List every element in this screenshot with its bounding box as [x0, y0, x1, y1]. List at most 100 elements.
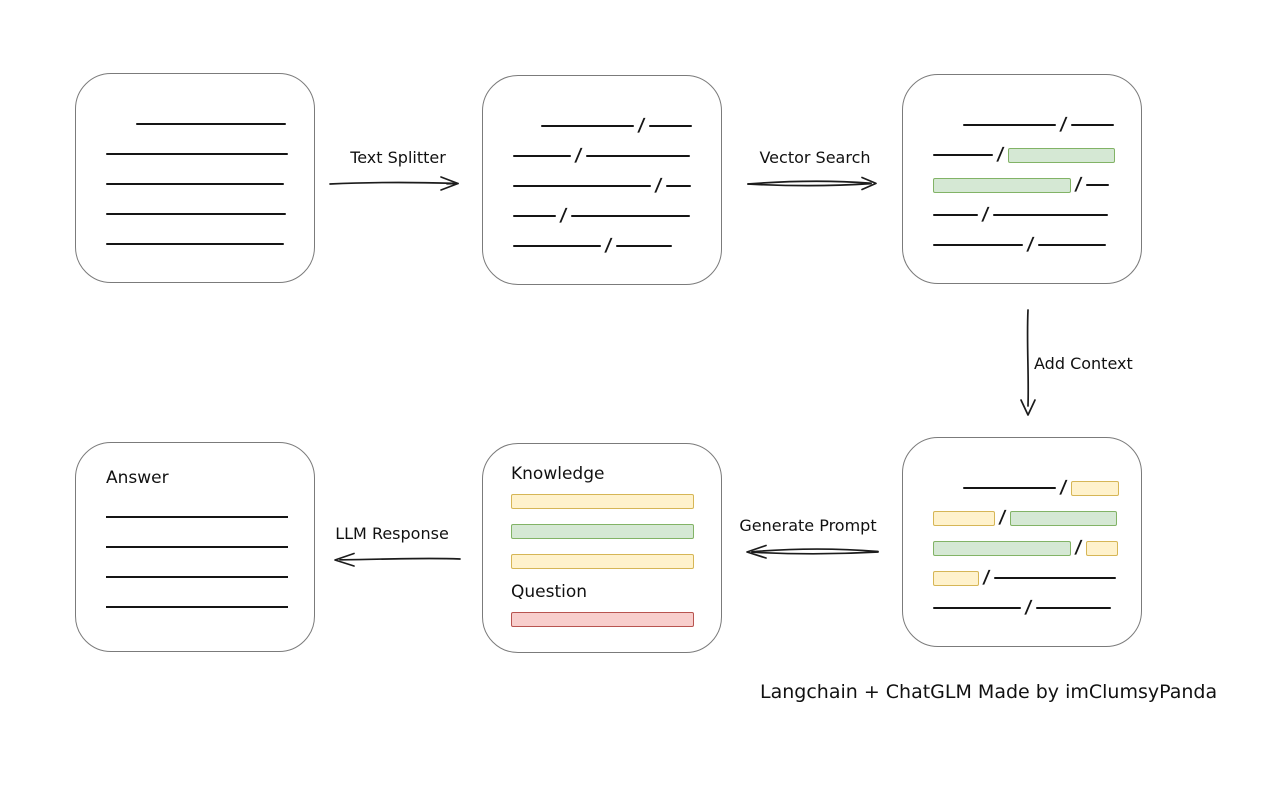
chunk-row: [106, 146, 294, 162]
generate-prompt-label: Generate Prompt: [739, 516, 877, 535]
indent-gap: [933, 125, 963, 126]
question-heading: Question: [511, 582, 588, 602]
slash-separator: /: [1073, 174, 1083, 195]
green-highlight-chip: [933, 540, 1071, 556]
green-highlight-chip: [933, 177, 1071, 193]
answer-heading: Answer: [106, 468, 169, 488]
llm-response-arrow: LLM Response: [322, 524, 462, 569]
text-line: [570, 215, 690, 217]
text-line: [648, 125, 692, 127]
vector-search-arrow: Vector Search: [745, 148, 885, 193]
source-document-box: [75, 73, 315, 283]
slash-separator: /: [981, 567, 991, 588]
chunk-row: /: [933, 174, 1121, 195]
slash-separator: /: [1025, 234, 1035, 255]
chunk-row: [106, 116, 294, 132]
text-line: [513, 155, 571, 157]
right-arrow-icon: [747, 176, 877, 191]
yellow-highlight-chip: [1070, 480, 1119, 496]
yellow-bar: [511, 554, 694, 569]
answer-box: Answer: [75, 442, 315, 652]
chunk-row: /: [933, 567, 1121, 588]
prompt-box: Knowledge Question: [482, 443, 722, 653]
left-arrow-icon: [746, 544, 879, 559]
question-bars: [511, 612, 703, 627]
text-line: [513, 215, 556, 217]
text-line: [1037, 244, 1106, 246]
text-line: [106, 183, 284, 185]
context-chunks-box: / / / / /: [902, 437, 1142, 647]
text-line: [993, 577, 1116, 579]
footer-caption: Langchain + ChatGLM Made by imClumsyPand…: [760, 681, 1218, 703]
green-highlight-chip: [1009, 510, 1117, 526]
vector-search-label: Vector Search: [759, 148, 871, 167]
slash-separator: /: [1023, 597, 1033, 618]
chunk-row: [106, 236, 294, 252]
yellow-highlight-chip: [933, 510, 995, 526]
text-line: [513, 245, 601, 247]
knowledge-heading: Knowledge: [511, 464, 605, 484]
chunk-row: /: [513, 205, 701, 226]
slash-separator: /: [636, 115, 646, 136]
text-splitter-label: Text Splitter: [350, 148, 446, 167]
text-line: [513, 185, 651, 187]
text-line: [106, 213, 286, 215]
llm-response-label: LLM Response: [335, 524, 449, 543]
chunk-row: /: [513, 115, 701, 136]
answer-line: [106, 516, 288, 518]
text-line: [933, 214, 978, 216]
text-line: [933, 244, 1023, 246]
slash-separator: /: [997, 507, 1007, 528]
slash-separator: /: [653, 175, 663, 196]
right-arrow-icon: [329, 176, 459, 191]
text-line: [933, 607, 1021, 609]
knowledge-bars: [511, 494, 703, 569]
text-line: [1035, 607, 1111, 609]
indent-gap: [933, 488, 963, 489]
indent-gap: [513, 126, 541, 127]
red-bar: [511, 612, 694, 627]
chunk-row: /: [513, 235, 701, 256]
green-bar: [511, 524, 694, 539]
chunk-row: /: [933, 537, 1121, 558]
chunk-row: [106, 176, 294, 192]
generate-prompt-arrow: Generate Prompt: [735, 516, 881, 561]
text-line: [992, 214, 1108, 216]
answer-line: [106, 546, 288, 548]
answer-lines: [106, 516, 296, 636]
yellow-bar: [511, 494, 694, 509]
slash-separator: /: [980, 204, 990, 225]
yellow-highlight-chip: [1085, 540, 1118, 556]
down-arrow-icon: [1020, 309, 1036, 416]
yellow-highlight-chip: [933, 570, 979, 586]
chunk-row: /: [933, 477, 1121, 498]
slash-separator: /: [1058, 477, 1068, 498]
text-splitter-arrow: Text Splitter: [328, 148, 468, 193]
slash-separator: /: [558, 205, 568, 226]
vector-matched-chunks-box: /////: [902, 74, 1142, 284]
context-chunk-lines: / / / / /: [933, 477, 1121, 630]
text-line: [136, 123, 286, 125]
text-line: [1085, 184, 1109, 186]
green-highlight-chip: [1007, 147, 1115, 163]
split-chunks-box: / / / / /: [482, 75, 722, 285]
add-context-arrow: Add Context: [1012, 308, 1133, 420]
answer-line: [106, 606, 288, 608]
indent-gap: [106, 124, 136, 125]
slash-separator: /: [603, 235, 613, 256]
text-line: [541, 125, 634, 127]
chunk-row: /: [933, 234, 1121, 255]
add-context-label: Add Context: [1034, 354, 1133, 373]
chunk-row: /: [933, 114, 1121, 135]
chunk-row: [106, 206, 294, 222]
slash-separator: /: [1058, 114, 1068, 135]
chunk-row: /: [513, 145, 701, 166]
text-line: [933, 154, 993, 156]
text-line: [963, 487, 1056, 489]
chunk-row: /: [933, 597, 1121, 618]
text-line: [585, 155, 690, 157]
chunk-row: /: [513, 175, 701, 196]
matched-chunk-lines: /////: [933, 114, 1121, 267]
text-line: [106, 243, 284, 245]
